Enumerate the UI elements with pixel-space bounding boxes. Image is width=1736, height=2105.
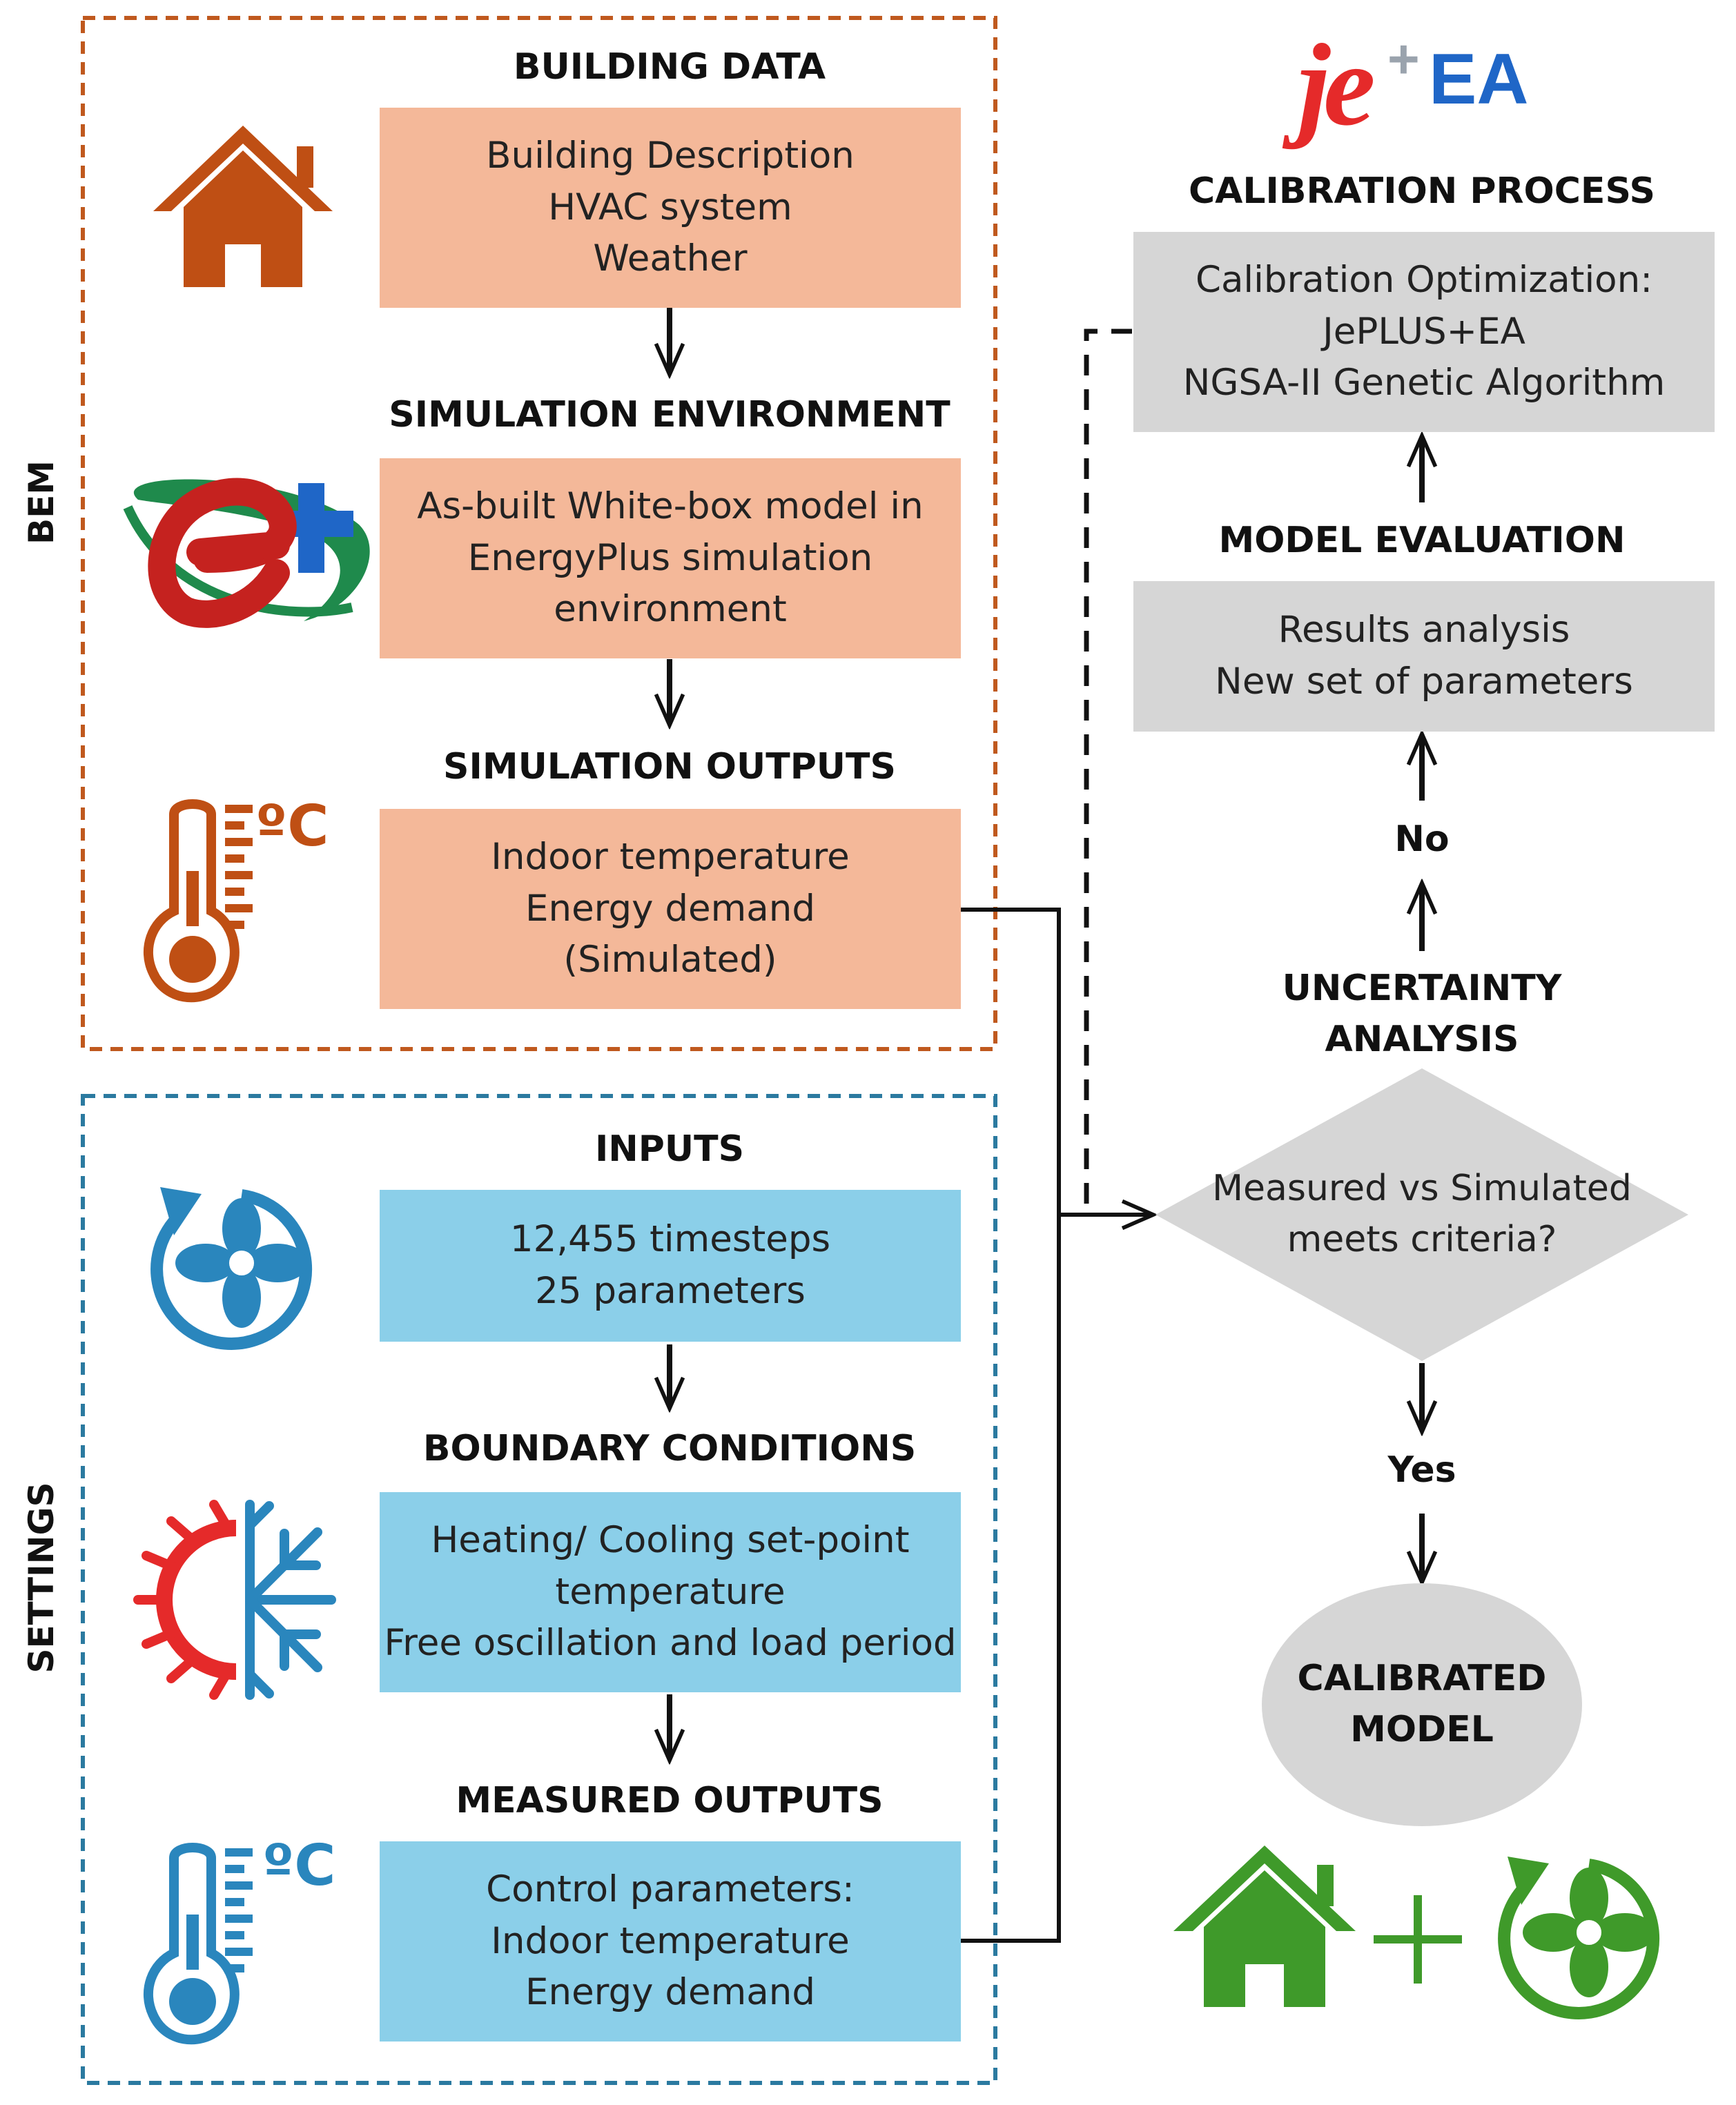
energyplus-logo-icon — [123, 478, 370, 628]
box-line: Heating/ Cooling set-point — [431, 1518, 910, 1561]
decision-diamond — [1155, 1068, 1688, 1361]
simulation-outputs-header: SIMULATION OUTPUTS — [443, 746, 896, 787]
box-line: temperature — [555, 1570, 786, 1613]
calibration-process-box: Calibration Optimization: JePLUS+EA NGSA… — [1133, 232, 1715, 432]
thermometer-icon — [143, 1843, 253, 2045]
calibrated-model-oval — [1262, 1583, 1582, 1826]
thermometer-icon — [143, 799, 253, 1003]
green-fan-icon — [1498, 1857, 1660, 2019]
model-evaluation-box: Results analysis New set of parameters — [1133, 581, 1715, 732]
connector-simulated-outputs — [961, 908, 1061, 1215]
decision-line: meets criteria? — [1287, 1219, 1557, 1260]
box-line: JePLUS+EA — [1323, 310, 1525, 353]
simulation-environment-box: As-built White-box model in EnergyPlus s… — [380, 458, 961, 658]
green-house-icon — [1173, 1845, 1356, 2007]
connector-measured-outputs — [961, 1215, 1061, 1943]
boundary-conditions-box: Heating/ Cooling set-point temperature F… — [380, 1492, 961, 1692]
box-line: New set of parameters — [1215, 660, 1633, 703]
celsius-symbol: ºC — [255, 794, 329, 859]
box-line: Indoor temperature — [491, 835, 850, 878]
green-plus-icon — [1374, 1895, 1462, 1984]
box-line: Results analysis — [1278, 609, 1570, 652]
oval-line: MODEL — [1350, 1709, 1494, 1750]
calibration-process-header: CALIBRATION PROCESS — [1188, 170, 1656, 212]
building-data-header: BUILDING DATA — [513, 46, 826, 88]
dashed-feedback-line — [1084, 329, 1132, 1215]
box-line: HVAC system — [548, 186, 792, 228]
box-line: EnergyPlus simulation — [467, 536, 873, 579]
box-line: (Simulated) — [563, 939, 777, 981]
box-line: 12,455 timesteps — [509, 1218, 831, 1261]
simulation-environment-header: SIMULATION ENVIRONMENT — [389, 394, 950, 435]
model-evaluation-header: MODEL EVALUATION — [1218, 520, 1626, 561]
decision-text: Measured vs Simulated meets criteria? — [1155, 1146, 1688, 1284]
measured-outputs-header: MEASURED OUTPUTS — [456, 1780, 884, 1821]
logo-ea: EA — [1429, 39, 1529, 119]
box-line: Control parameters: — [486, 1868, 855, 1910]
simulation-outputs-box: Indoor temperature Energy demand (Simula… — [380, 809, 961, 1009]
house-icon — [153, 126, 333, 287]
box-line: environment — [554, 588, 787, 631]
celsius-symbol: ºC — [262, 1833, 336, 1899]
box-line: Weather — [593, 237, 748, 280]
logo-je: je — [1298, 20, 1376, 150]
box-line: Indoor temperature — [491, 1919, 850, 1962]
box-line: Energy demand — [525, 887, 815, 930]
inputs-header: INPUTS — [594, 1128, 745, 1170]
fan-icon — [150, 1187, 313, 1350]
measured-outputs-box: Control parameters: Indoor temperature E… — [380, 1841, 961, 2042]
bem-side-label: BEM — [21, 460, 61, 545]
box-line: NGSA-II Genetic Algorithm — [1182, 362, 1666, 404]
box-line: Building Description — [486, 134, 855, 177]
box-line: Free oscillation and load period — [384, 1622, 957, 1665]
bem-group-border — [81, 16, 997, 1051]
yes-label: Yes — [1387, 1449, 1456, 1491]
jeplus-ea-logo-icon: je + EA — [1298, 20, 1546, 150]
oval-line: CALIBRATED — [1297, 1658, 1547, 1700]
building-data-box: Building Description HVAC system Weather — [380, 108, 961, 308]
header-line: UNCERTAINTY — [1282, 968, 1562, 1009]
calibrated-model-text: CALIBRATED MODEL — [1262, 1636, 1582, 1774]
inputs-box: 12,455 timesteps 25 parameters — [380, 1190, 961, 1342]
boundary-conditions-header: BOUNDARY CONDITIONS — [422, 1428, 917, 1469]
uncertainty-analysis-header: UNCERTAINTY ANALYSIS — [1132, 963, 1712, 1066]
box-line: As-built White-box model in — [417, 484, 924, 527]
settings-group-border — [81, 1094, 997, 2085]
box-line: Calibration Optimization: — [1195, 258, 1653, 301]
settings-side-label: SETTINGS — [21, 1482, 61, 1674]
no-label: No — [1394, 819, 1450, 860]
decision-line: Measured vs Simulated — [1212, 1168, 1632, 1210]
header-line: ANALYSIS — [1325, 1018, 1519, 1060]
logo-plus: + — [1387, 28, 1420, 90]
box-line: Energy demand — [525, 1971, 815, 2014]
box-line: 25 parameters — [535, 1270, 806, 1312]
heating-cooling-icon — [133, 1500, 336, 1700]
